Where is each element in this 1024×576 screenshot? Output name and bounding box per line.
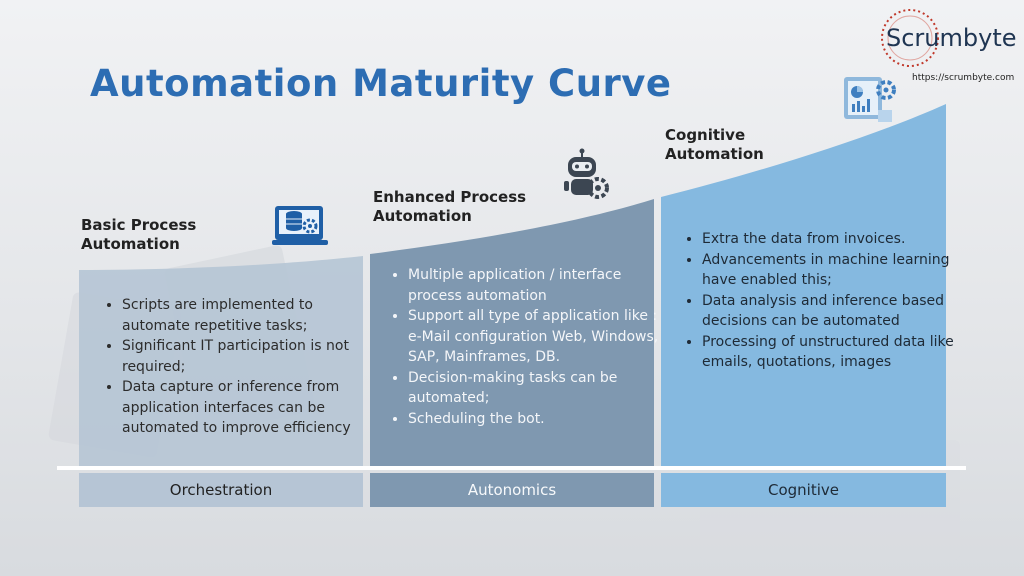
list-item: Extra the data from invoices.	[702, 229, 957, 250]
list-item: Decision-making tasks can be automated;	[408, 368, 668, 409]
list-item: Scripts are implemented to automate repe…	[122, 295, 367, 336]
list-item: Scheduling the bot.	[408, 409, 668, 430]
list-item: Data capture or inference from applicati…	[122, 377, 367, 439]
scrumbyte-logo: Scrumbyte	[874, 8, 1017, 68]
page-title: Automation Maturity Curve	[90, 62, 672, 105]
stage-panel-enhanced	[370, 199, 654, 468]
list-item: Advancements in machine learning have en…	[702, 250, 957, 291]
list-item: Processing of unstructured data like ema…	[702, 332, 957, 373]
band-autonomics: Autonomics	[370, 473, 654, 507]
stage-bullets-cognitive: Extra the data from invoices. Advancemen…	[680, 229, 957, 373]
band-orchestration: Orchestration	[79, 473, 363, 507]
stage-panel-basic	[79, 256, 363, 468]
band-cognitive: Cognitive	[661, 473, 946, 507]
brand-url[interactable]: https://scrumbyte.com	[912, 73, 1015, 83]
stage-bullets-basic: Scripts are implemented to automate repe…	[100, 295, 367, 439]
list-item: Support all type of application like : e…	[408, 306, 668, 368]
logo-ring-icon	[881, 9, 939, 67]
brand-name: Scrumbyte	[886, 24, 1017, 52]
stage-bullets-enhanced: Multiple application / interface process…	[386, 265, 668, 429]
baseline-divider	[57, 466, 966, 470]
list-item: Multiple application / interface process…	[408, 265, 668, 306]
database-monitor-gear-icon	[272, 206, 328, 245]
list-item: Data analysis and inference based decisi…	[702, 291, 957, 332]
list-item: Significant IT participation is not requ…	[122, 336, 367, 377]
analytics-dashboard-gear-icon	[844, 77, 896, 122]
robot-gear-icon	[564, 148, 609, 199]
stage-panel-cognitive	[661, 104, 946, 468]
